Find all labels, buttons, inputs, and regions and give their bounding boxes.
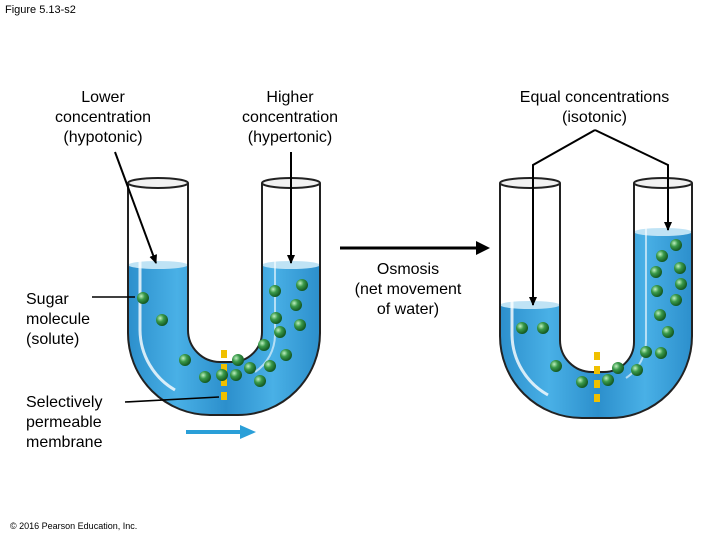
molecule	[280, 349, 292, 361]
molecule	[655, 347, 667, 359]
molecule	[137, 292, 149, 304]
water-flow-arrow	[186, 425, 256, 439]
molecule	[537, 322, 549, 334]
molecule	[550, 360, 562, 372]
solute-molecules-before	[137, 279, 308, 387]
label-sugar-molecule: Sugar molecule (solute)	[26, 291, 91, 348]
glass-tube-highlight	[138, 200, 176, 392]
molecule	[576, 376, 588, 388]
molecule	[654, 309, 666, 321]
tube-opening-right-after	[633, 177, 693, 189]
tube-opening-left	[127, 177, 189, 189]
leader-equal-left	[529, 129, 596, 306]
molecule	[244, 362, 256, 374]
tube-opening-left-after	[499, 177, 561, 189]
osmosis-arrow	[340, 241, 490, 255]
molecule	[651, 285, 663, 297]
molecule	[199, 371, 211, 383]
molecule	[602, 374, 614, 386]
glass-tube-highlight-after	[510, 200, 549, 397]
figure-title: Figure 5.13-s2	[5, 4, 76, 16]
water-left-arm	[128, 265, 226, 415]
leader-lower-concentration	[114, 151, 157, 264]
molecule	[612, 362, 624, 374]
molecule	[232, 354, 244, 366]
molecule	[662, 326, 674, 338]
molecule	[296, 279, 308, 291]
molecule	[179, 354, 191, 366]
molecule	[274, 326, 286, 338]
molecule	[216, 369, 228, 381]
water-surface-right-after	[634, 228, 692, 236]
molecule	[230, 369, 242, 381]
label-equal-concentrations: Equal concentrations (isotonic)	[519, 89, 670, 126]
molecule	[670, 294, 682, 306]
molecule	[674, 262, 686, 274]
solute-molecules-after	[516, 239, 687, 388]
label-selectively-permeable-membrane: Selectively permeable membrane	[26, 394, 103, 451]
water-surface-left-after	[500, 301, 560, 309]
molecule	[656, 250, 668, 262]
water-left-arm-after	[500, 305, 598, 418]
molecule	[156, 314, 168, 326]
water-surface-left	[128, 261, 188, 269]
label-osmosis: Osmosis (net movement of water)	[354, 261, 462, 318]
water-surface-right	[262, 261, 320, 269]
molecule	[516, 322, 528, 334]
molecule	[675, 278, 687, 290]
molecule	[290, 299, 302, 311]
leader-equal-right	[594, 129, 672, 231]
molecule	[640, 346, 652, 358]
molecule	[631, 364, 643, 376]
molecule	[270, 312, 282, 324]
molecule	[269, 285, 281, 297]
copyright-notice: © 2016 Pearson Education, Inc.	[10, 521, 138, 531]
molecule	[294, 319, 306, 331]
molecule	[258, 339, 270, 351]
leader-membrane	[124, 396, 220, 403]
molecule	[670, 239, 682, 251]
molecule	[264, 360, 276, 372]
u-tube-after	[499, 177, 693, 419]
glass-tube-highlight-after-2	[625, 200, 648, 379]
label-lower-concentration: Lower concentration (hypotonic)	[54, 89, 152, 146]
molecule	[254, 375, 266, 387]
molecule	[650, 266, 662, 278]
label-higher-concentration: Higher concentration (hypertonic)	[241, 89, 339, 146]
leader-lines	[92, 129, 672, 439]
